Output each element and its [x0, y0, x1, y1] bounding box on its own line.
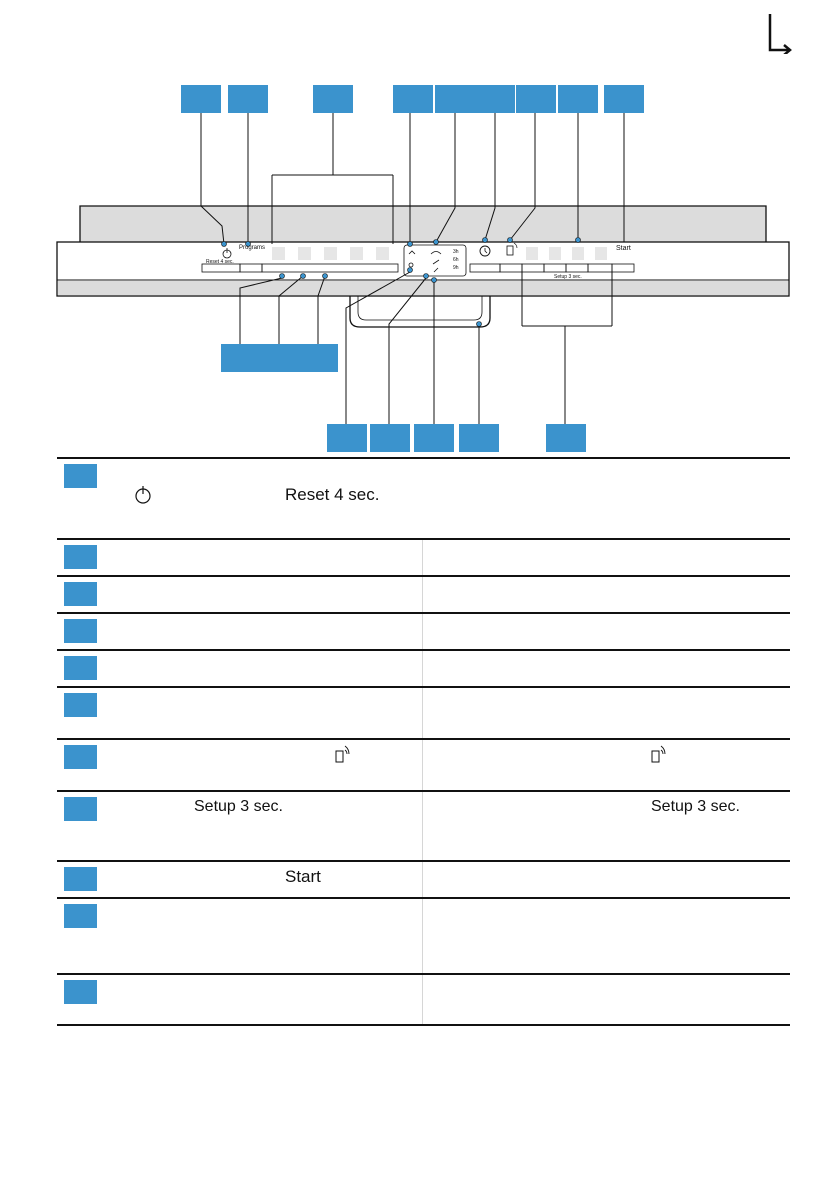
panel-start-label: Start — [616, 245, 631, 252]
callout-marker — [260, 344, 300, 372]
callout-marker — [393, 85, 433, 113]
panel-setup-label: Setup 3 sec. — [554, 274, 582, 280]
legend-row: Reset 4 sec. — [57, 457, 790, 538]
callout-marker — [327, 424, 367, 452]
remote-start-icon — [335, 745, 350, 763]
legend-row — [57, 738, 790, 790]
panel-top-body — [79, 205, 767, 242]
legend-marker — [64, 797, 97, 821]
legend-row — [57, 897, 790, 973]
legend-text: Reset 4 sec. — [285, 485, 380, 504]
panel-programme-label: Programs — [239, 245, 266, 251]
legend-marker — [64, 464, 97, 488]
callout-marker — [459, 424, 499, 452]
legend-row — [57, 538, 790, 575]
legend-row: Start — [57, 860, 790, 897]
callout-marker — [435, 85, 475, 113]
legend-marker — [64, 582, 97, 606]
remote-start-icon — [651, 745, 666, 763]
callout-marker — [181, 85, 221, 113]
callout-marker — [604, 85, 644, 113]
status-icons — [408, 250, 442, 273]
corner-fold-mark — [768, 14, 792, 54]
programme-button — [298, 247, 311, 260]
option-button — [526, 247, 538, 260]
panel-status-3h: 3h — [453, 249, 459, 255]
control-panel-drawing — [56, 113, 790, 424]
power-icon — [135, 486, 151, 504]
legend-table: Reset 4 sec. Setup — [57, 457, 790, 1026]
callout-marker — [516, 85, 556, 113]
remote-start-icon — [506, 245, 514, 256]
control-panel-diagram: Reset 4 sec. Programs 3h 6h 9h Setup 3 s… — [0, 0, 839, 460]
programme-button — [324, 247, 337, 260]
status-display — [403, 244, 467, 277]
legend-row: Setup 3 sec. Setup 3 sec. — [57, 790, 790, 860]
callout-marker — [298, 344, 338, 372]
callout-marker — [558, 85, 598, 113]
legend-row — [57, 575, 790, 612]
callout-marker — [414, 424, 454, 452]
panel-status-9h: 9h — [453, 265, 459, 271]
legend-text: Setup 3 sec. — [194, 798, 283, 815]
legend-row — [57, 973, 790, 1026]
callout-marker — [221, 344, 261, 372]
legend-text: Setup 3 sec. — [651, 798, 740, 815]
legend-marker — [64, 619, 97, 643]
clock-icon — [479, 245, 491, 257]
callout-marker — [313, 85, 353, 113]
panel-status-6h: 6h — [453, 257, 459, 263]
legend-marker — [64, 656, 97, 680]
legend-marker — [64, 867, 97, 891]
option-button — [595, 247, 607, 260]
option-button — [549, 247, 561, 260]
callout-marker — [546, 424, 586, 452]
legend-marker — [64, 980, 97, 1004]
legend-row — [57, 612, 790, 649]
legend-marker — [64, 904, 97, 928]
programme-button — [376, 247, 389, 260]
callout-marker — [475, 85, 515, 113]
power-icon — [222, 248, 232, 259]
option-button — [572, 247, 584, 260]
legend-marker — [64, 745, 97, 769]
panel-reset-label: Reset 4 sec. — [206, 259, 234, 265]
programme-button — [350, 247, 363, 260]
callout-marker — [228, 85, 268, 113]
legend-row — [57, 649, 790, 686]
legend-row — [57, 686, 790, 738]
door-handle — [349, 296, 491, 328]
programme-button — [272, 247, 285, 260]
legend-marker — [64, 545, 97, 569]
legend-marker — [64, 693, 97, 717]
legend-text: Start — [285, 867, 321, 886]
callout-marker — [370, 424, 410, 452]
